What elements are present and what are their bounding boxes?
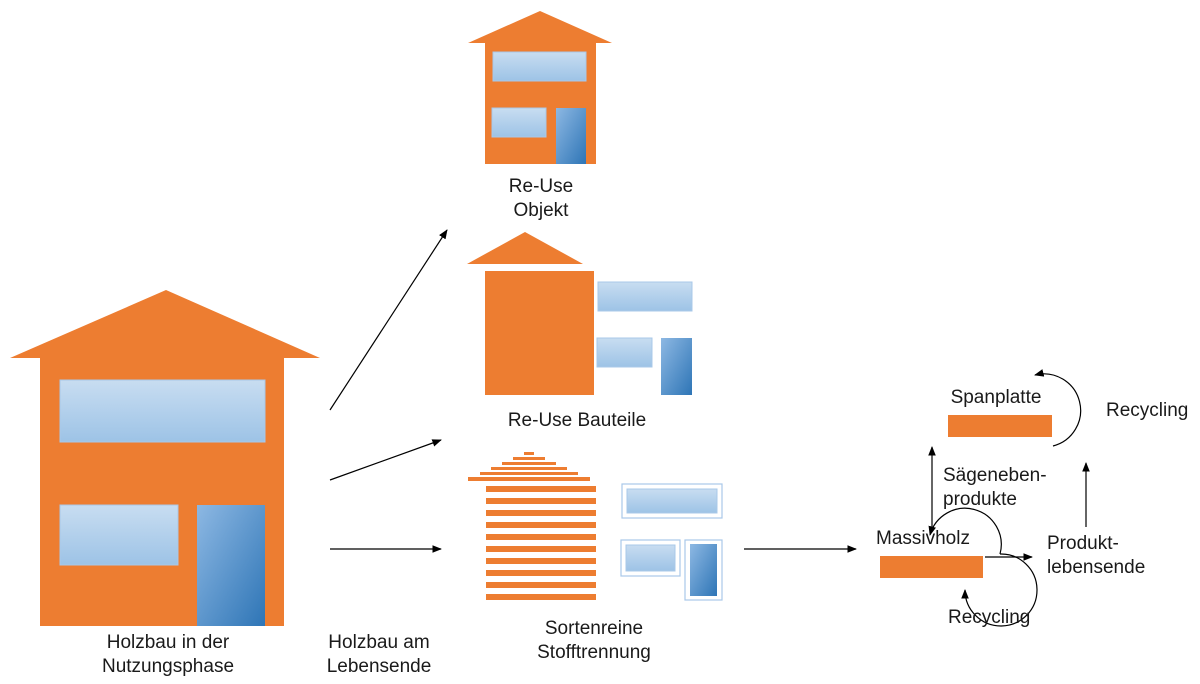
- reuse-object-window-top: [492, 51, 587, 82]
- separation-door: [684, 539, 723, 601]
- separation-roof-strips: [468, 452, 590, 481]
- label-recycling-bottom: Recycling: [948, 607, 1031, 628]
- arrow-to-reuse-parts: [329, 439, 442, 481]
- recycling-loop-bottom: [961, 553, 1038, 627]
- label-saegenebenprodukte: Sägeneben- produkte: [943, 464, 1047, 512]
- separation-glass-bottom: [620, 539, 681, 577]
- spanplatte-board: [948, 415, 1052, 437]
- label-saegeneben-line1: Sägeneben-: [943, 465, 1047, 486]
- reuse-parts-house: [467, 232, 693, 395]
- label-house-in-use-line1: Holzbau in der: [106, 632, 230, 653]
- label-separation: Sortenreine Stofftrennung: [537, 617, 651, 665]
- label-saegeneben-line2: produkte: [943, 489, 1017, 510]
- separation-board-stack: [486, 486, 596, 600]
- label-recycling-top: Recycling: [1106, 400, 1189, 421]
- arrow-to-reuse-object: [329, 229, 448, 411]
- house-in-use-window-top: [59, 379, 266, 443]
- label-separation-line2: Stofftrennung: [537, 642, 651, 663]
- reuse-parts-roof: [467, 232, 583, 264]
- separation-stack: [468, 452, 723, 601]
- label-house-in-use-line2: Nutzungsphase: [101, 656, 235, 677]
- house-in-use: [10, 290, 320, 626]
- branch-arrows: [329, 229, 448, 553]
- reuse-parts-window-bottom: [596, 337, 653, 368]
- recycling-cycle: [880, 369, 1090, 627]
- label-massivholz: Massivholz: [876, 528, 970, 549]
- house-in-use-roof: [10, 290, 320, 358]
- reuse-parts-door: [661, 338, 692, 395]
- reuse-object-house: [468, 11, 612, 164]
- reuse-parts-window-top: [597, 281, 693, 312]
- label-reuse-parts: Re-Use Bauteile: [507, 410, 647, 431]
- label-spanplatte: Spanplatte: [950, 387, 1042, 408]
- reuse-parts-body: [485, 271, 594, 395]
- house-in-use-door: [197, 505, 265, 626]
- label-end-of-life-line1: Holzbau am: [328, 632, 430, 653]
- reuse-object-door: [556, 108, 586, 164]
- label-reuse-object-line1: Re-Use: [508, 176, 574, 197]
- label-produktlebensende: Produkt- lebensende: [1047, 532, 1145, 580]
- reuse-object-window-bottom: [491, 107, 547, 138]
- label-end-of-life: Holzbau am Lebensende: [327, 631, 432, 679]
- label-separation-line1: Sortenreine: [544, 618, 644, 639]
- massivholz-board: [880, 556, 983, 578]
- label-produkt-line2: lebensende: [1047, 557, 1146, 578]
- recycling-loop-bottom-top: [928, 507, 1002, 555]
- label-house-in-use: Holzbau in der Nutzungsphase: [102, 631, 234, 679]
- label-end-of-life-line2: Lebensende: [326, 656, 432, 677]
- label-produkt-line1: Produkt-: [1047, 533, 1119, 554]
- separation-glass-top: [621, 483, 723, 519]
- label-reuse-object: Re-Use Objekt: [509, 175, 573, 223]
- reuse-object-roof: [468, 11, 612, 43]
- recycling-loop-top: [1034, 369, 1082, 447]
- house-in-use-window-bottom: [59, 504, 179, 566]
- label-reuse-object-line2: Objekt: [513, 200, 569, 221]
